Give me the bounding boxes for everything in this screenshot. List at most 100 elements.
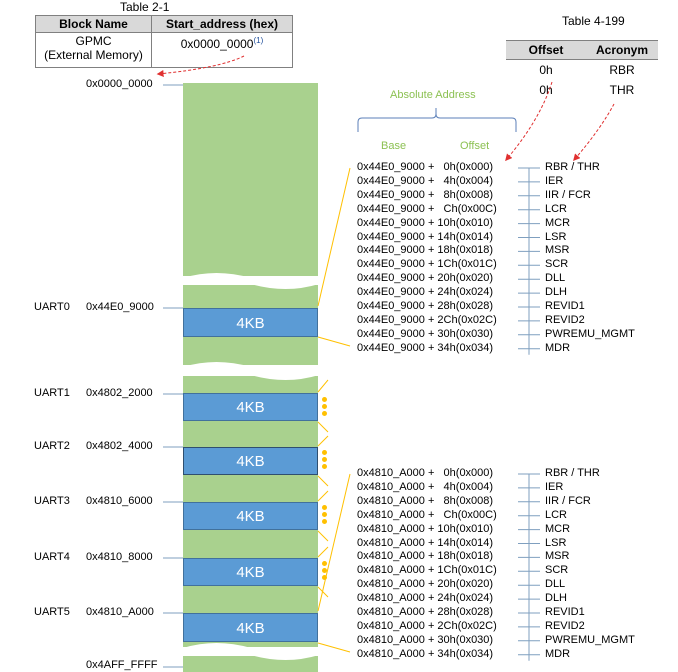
register-acronym: REVID1: [545, 606, 585, 619]
register-acronym: LSR: [545, 536, 567, 549]
register-address-row: 0x44E0_9000 + 24h(0x024): [357, 286, 494, 299]
register-acronym: REVID2: [545, 313, 585, 326]
uart2-address: 0x4802_4000: [86, 440, 153, 452]
table-2-1-block-cell: GPMC (External Memory): [35, 32, 152, 68]
table-4-199-caption: Table 4-199: [562, 14, 625, 28]
register-address-row: 0x4810_A000 + Ch(0x00C): [357, 508, 497, 521]
register-address-row: 0x4810_A000 + 20h(0x020): [357, 578, 494, 591]
register-acronym: IER: [545, 174, 564, 187]
register-acronym: MCR: [545, 522, 571, 535]
ellipsis-dot: [322, 568, 327, 573]
register-acronym: MCR: [545, 216, 571, 229]
register-acronym: RBR / THR: [545, 161, 600, 173]
register-acronym: MDR: [545, 341, 571, 354]
register-address-row: 0x44E0_9000 + 20h(0x020): [357, 272, 494, 285]
register-acronym: REVID2: [545, 619, 585, 632]
register-acronym: LSR: [545, 230, 567, 243]
ellipsis-dot: [322, 512, 327, 517]
uart1-name: UART1: [34, 387, 70, 399]
register-acronym: PWREMU_MGMT: [545, 633, 635, 646]
register-address-row: 0x4810_A000 + 14h(0x014): [357, 536, 494, 549]
register-address-row: 0x4810_A000 + 30h(0x030): [357, 633, 494, 646]
uart4-address: 0x4810_8000: [86, 551, 153, 563]
start-address-label: 0x0000_0000: [86, 78, 153, 90]
table-4-199-header-offset: Offset: [506, 40, 586, 60]
register-address-row: 0x44E0_9000 + 18h(0x018): [357, 244, 494, 257]
register-address-row: 0x4810_A000 + 24h(0x024): [357, 592, 494, 605]
uart5-name: UART5: [34, 606, 70, 618]
ellipsis-dot: [322, 561, 327, 566]
register-address-row: 0x4810_A000 + 34h(0x034): [357, 647, 494, 660]
table-2-1-caption: Table 2-1: [120, 0, 170, 14]
register-map-uart5: 0x4810_A000 + 0h(0x000)0x4810_A000 + 4h(…: [357, 467, 497, 662]
register-address-row: 0x44E0_9000 + 30h(0x030): [357, 327, 494, 340]
uart1-block: 4KB: [183, 393, 318, 421]
register-address-row: 0x4810_A000 + 10h(0x010): [357, 522, 494, 535]
register-acronym: LCR: [545, 202, 568, 215]
block-name-line2: (External Memory): [44, 48, 143, 62]
register-acronym: REVID1: [545, 300, 585, 313]
register-acronym: IIR / FCR: [545, 188, 591, 201]
register-acronym: DLL: [545, 272, 566, 285]
ellipsis-dot: [322, 575, 327, 580]
address-ticks: [163, 84, 183, 668]
ellipsis-dot: [322, 519, 327, 524]
uart4-name: UART4: [34, 551, 70, 563]
table-4-199: Offset Acronym 0h RBR 0h THR: [506, 40, 658, 100]
table-2-1-header-block: Block Name: [35, 15, 152, 33]
register-acronym: IER: [545, 480, 564, 493]
memory-segment: [183, 83, 318, 276]
register-acronym: MSR: [545, 244, 570, 257]
register-acronym: MSR: [545, 550, 570, 563]
register-address-row: 0x4810_A000 + 4h(0x004): [357, 480, 494, 493]
uart0-address: 0x44E0_9000: [86, 301, 154, 313]
register-address-row: 0x4810_A000 + 0h(0x000): [357, 467, 494, 479]
uart2-name: UART2: [34, 440, 70, 452]
register-address-row: 0x44E0_9000 + 8h(0x008): [357, 188, 494, 201]
break-markers: [183, 273, 319, 660]
uart4-block: 4KB: [183, 558, 318, 586]
uart0-name: UART0: [34, 301, 70, 313]
block-name-line1: GPMC: [75, 34, 112, 48]
ellipsis-dot: [322, 457, 327, 462]
register-address-row: 0x4810_A000 + 8h(0x008): [357, 494, 494, 507]
register-acronym: MDR: [545, 647, 571, 660]
base-label: Base: [381, 140, 407, 152]
absolute-address-title: Absolute Address: [390, 89, 476, 101]
register-acronym: SCR: [545, 258, 569, 271]
register-address-row: 0x44E0_9000 + 0h(0x000): [357, 161, 494, 173]
memory-segment: [183, 656, 318, 672]
ellipsis-dot: [322, 505, 327, 510]
register-address-row: 0x4810_A000 + 2Ch(0x02C): [357, 619, 497, 632]
table-4-199-header-acronym: Acronym: [586, 40, 658, 60]
register-acronym: PWREMU_MGMT: [545, 327, 635, 340]
acronym-cell: RBR: [609, 63, 635, 77]
ellipsis-dot: [322, 397, 327, 402]
uart2-block: 4KB: [183, 447, 318, 475]
register-address-row: 0x4810_A000 + 28h(0x028): [357, 606, 494, 619]
ellipsis-dot: [322, 411, 327, 416]
register-address-row: 0x44E0_9000 + 2Ch(0x02C): [357, 313, 497, 326]
end-address-label: 0x4AFF_FFFF: [86, 659, 158, 671]
register-address-row: 0x44E0_9000 + 14h(0x014): [357, 230, 494, 243]
ellipsis-dot: [322, 404, 327, 409]
uart5-address: 0x4810_A000: [86, 606, 154, 618]
absolute-address-brace: [357, 108, 517, 132]
register-address-row: 0x44E0_9000 + 34h(0x034): [357, 341, 494, 354]
register-acronym: DLL: [545, 578, 566, 591]
register-acronym: IIR / FCR: [545, 494, 591, 507]
register-acronym: DLH: [545, 592, 568, 605]
ellipsis-dot: [322, 450, 327, 455]
register-acronym: LCR: [545, 508, 568, 521]
ellipsis-dot: [322, 464, 327, 469]
uart3-block: 4KB: [183, 502, 318, 530]
uart3-address: 0x4810_6000: [86, 495, 153, 507]
offset-cell: 0h: [539, 63, 553, 77]
offset-label: Offset: [460, 140, 490, 152]
register-map-uart0: 0x44E0_9000 + 0h(0x000)0x44E0_9000 + 4h(…: [357, 161, 497, 356]
register-address-row: 0x4810_A000 + 1Ch(0x01C): [357, 564, 497, 577]
register-address-row: 0x4810_A000 + 18h(0x018): [357, 550, 494, 563]
